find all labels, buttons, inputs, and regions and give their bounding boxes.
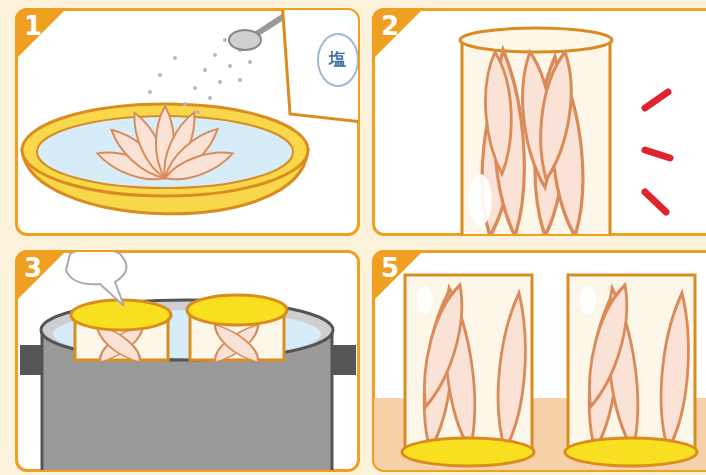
- step-panel: 2: [372, 8, 706, 236]
- step-number: 2: [381, 11, 399, 41]
- step-number: 1: [24, 11, 42, 41]
- package-label: 塩: [329, 48, 346, 71]
- step-number: 3: [24, 253, 42, 283]
- step-panel: 3: [15, 250, 360, 472]
- step-panel: 5: [372, 250, 706, 472]
- step-panel: 1: [15, 8, 360, 236]
- step-number: 5: [381, 253, 399, 283]
